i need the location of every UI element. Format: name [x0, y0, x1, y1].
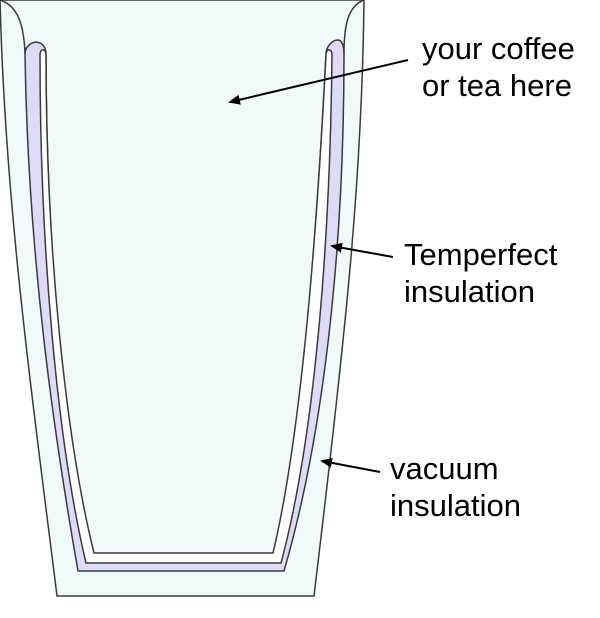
label-coffee-line2: or tea here	[422, 68, 572, 103]
label-temperfect-line2: insulation	[404, 274, 535, 309]
cup-interior	[39, 49, 333, 564]
arrow-vacuum	[320, 457, 381, 473]
right-rim	[343, 0, 365, 55]
label-coffee-line1: your coffee	[422, 31, 575, 66]
label-vacuum-line1: vacuum	[390, 451, 499, 486]
label-coffee: your coffee or tea here	[422, 30, 575, 104]
left-rim	[0, 0, 26, 55]
arrow-coffee	[228, 59, 409, 105]
label-temperfect-line1: Temperfect	[404, 237, 558, 272]
label-temperfect: Temperfect insulation	[404, 236, 557, 310]
outer-cup-wall	[0, 0, 365, 597]
label-vacuum-line2: insulation	[390, 488, 521, 523]
label-vacuum: vacuum insulation	[390, 450, 521, 524]
arrow-temperfect	[330, 242, 394, 258]
